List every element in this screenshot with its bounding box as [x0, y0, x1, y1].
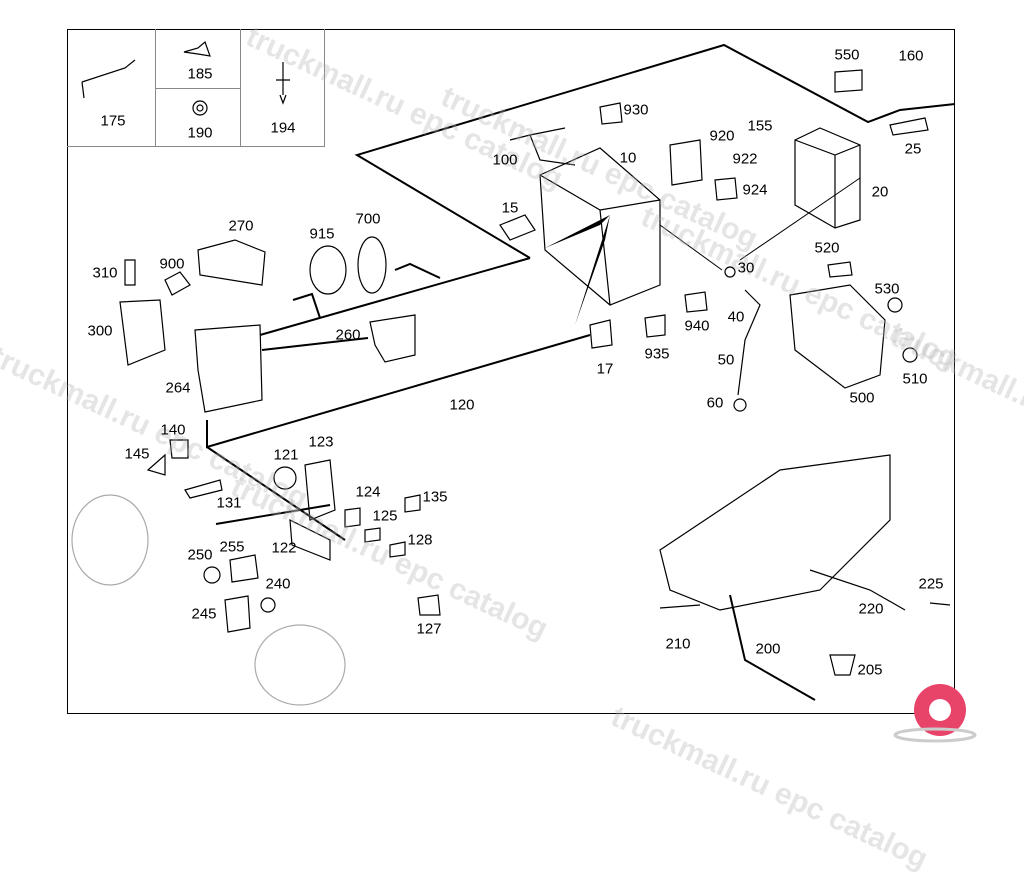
part-label-225[interactable]: 225 — [918, 575, 944, 593]
harness-line-700 — [394, 262, 441, 279]
part-label-155[interactable]: 155 — [747, 117, 773, 135]
part-label-310[interactable]: 310 — [92, 264, 118, 282]
part-label-250[interactable]: 250 — [187, 546, 213, 564]
part-label-135[interactable]: 135 — [422, 488, 448, 506]
part-label-10[interactable]: 10 — [619, 149, 637, 167]
part-label-160[interactable]: 160 — [898, 47, 924, 65]
part-label-50[interactable]: 50 — [717, 351, 735, 369]
diagram-frame — [67, 29, 955, 714]
cable-20 — [739, 177, 861, 261]
part-label-260[interactable]: 260 — [335, 326, 361, 344]
part-label-940[interactable]: 940 — [684, 317, 710, 335]
part-label-264[interactable]: 264 — [165, 379, 191, 397]
parts-drawing — [71, 40, 956, 706]
harness-line-155 — [354, 43, 956, 259]
part-label-25[interactable]: 25 — [904, 140, 922, 158]
truckmall-logo — [893, 684, 977, 743]
part-label-900[interactable]: 900 — [159, 255, 185, 273]
part-label-194[interactable]: 194 — [270, 119, 296, 137]
part-label-124[interactable]: 124 — [355, 483, 381, 501]
part-label-935[interactable]: 935 — [644, 345, 670, 363]
part-label-145[interactable]: 145 — [124, 445, 150, 463]
part-label-920[interactable]: 920 — [709, 127, 735, 145]
part-label-185[interactable]: 185 — [187, 65, 213, 83]
harness-line-120 — [206, 334, 591, 449]
harness-line-122 — [215, 504, 331, 525]
part-label-200[interactable]: 200 — [755, 640, 781, 658]
part-label-240[interactable]: 240 — [265, 575, 291, 593]
inset-box-190 — [156, 89, 241, 147]
part-label-175[interactable]: 175 — [100, 112, 126, 130]
harness-line-121 — [206, 446, 346, 541]
part-label-210[interactable]: 210 — [665, 635, 691, 653]
harness-line-260b — [292, 292, 321, 319]
part-label-121[interactable]: 121 — [273, 446, 299, 464]
part-label-915[interactable]: 915 — [309, 225, 335, 243]
part-label-190[interactable]: 190 — [187, 124, 213, 142]
part-label-922[interactable]: 922 — [732, 150, 758, 168]
cable-30 — [659, 224, 723, 271]
part-label-127[interactable]: 127 — [416, 620, 442, 638]
part-label-500[interactable]: 500 — [849, 389, 875, 407]
part-label-220[interactable]: 220 — [858, 600, 884, 618]
part-label-15[interactable]: 15 — [501, 199, 519, 217]
part-label-924[interactable]: 924 — [742, 181, 768, 199]
part-label-140[interactable]: 140 — [160, 421, 186, 439]
part-label-270[interactable]: 270 — [228, 217, 254, 235]
inset-box-175 — [67, 29, 156, 147]
part-label-123[interactable]: 123 — [308, 433, 334, 451]
harness-line-260 — [259, 257, 531, 336]
part-label-122[interactable]: 122 — [271, 539, 297, 557]
battery-cable-black — [545, 215, 610, 325]
part-label-60[interactable]: 60 — [706, 394, 724, 412]
part-label-550[interactable]: 550 — [834, 46, 860, 64]
part-label-17[interactable]: 17 — [596, 360, 614, 378]
part-label-40[interactable]: 40 — [727, 308, 745, 326]
harness-line-264 — [261, 337, 369, 351]
part-label-700[interactable]: 700 — [355, 210, 381, 228]
part-label-255[interactable]: 255 — [219, 538, 245, 556]
part-label-120[interactable]: 120 — [449, 396, 475, 414]
inset-box-185 — [156, 29, 241, 89]
part-label-131[interactable]: 131 — [216, 494, 242, 512]
part-label-20[interactable]: 20 — [871, 183, 889, 201]
part-label-30[interactable]: 30 — [737, 259, 755, 277]
part-label-930[interactable]: 930 — [623, 101, 649, 119]
part-label-245[interactable]: 245 — [191, 605, 217, 623]
part-label-300[interactable]: 300 — [87, 322, 113, 340]
inset-box-194 — [241, 29, 325, 147]
part-label-125[interactable]: 125 — [372, 507, 398, 525]
part-outlines — [71, 40, 951, 706]
part-label-510[interactable]: 510 — [902, 370, 928, 388]
part-label-100[interactable]: 100 — [492, 151, 518, 169]
part-label-530[interactable]: 530 — [874, 280, 900, 298]
part-label-128[interactable]: 128 — [407, 531, 433, 549]
part-label-205[interactable]: 205 — [857, 661, 883, 679]
part-label-520[interactable]: 520 — [814, 239, 840, 257]
